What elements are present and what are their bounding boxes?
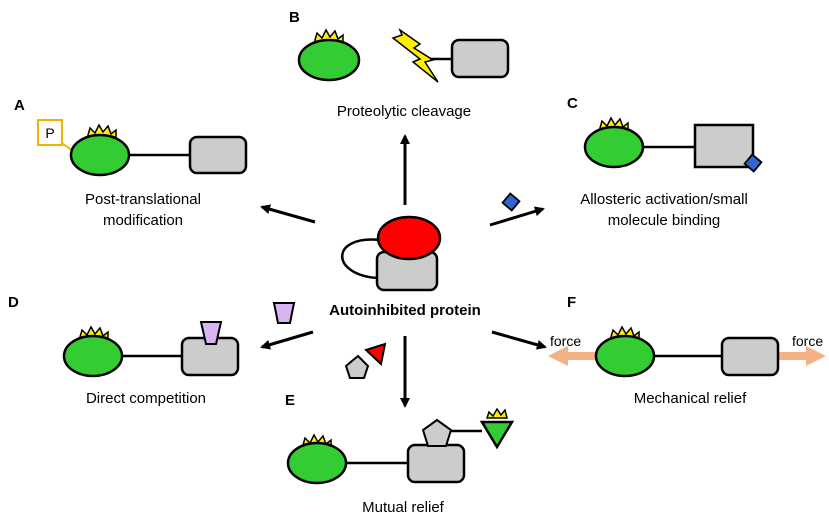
force-arrow-right: [776, 346, 826, 366]
panel-d-caption: Direct competition: [86, 390, 206, 407]
panel-d-bound-competitor: [199, 321, 223, 345]
panel-f: F force force Mechanical relief: [548, 294, 826, 407]
panel-c-active-domain: [583, 125, 645, 169]
force-label-right: force: [792, 333, 823, 349]
panel-c-caption-line2: molecule binding: [608, 212, 721, 229]
panel-c-caption-line1: Allosteric activation/small: [580, 191, 748, 208]
panel-f-caption: Mechanical relief: [634, 390, 747, 407]
phospho-label: P: [45, 125, 54, 141]
panel-f-partner-domain: [720, 336, 780, 377]
panel-e-active-domain: [286, 441, 348, 485]
panel-c-letter: C: [567, 95, 578, 112]
arrow-to-f: [491, 330, 547, 350]
phospho-box: [37, 119, 63, 146]
panel-d-active-domain: [62, 334, 124, 378]
panel-e-letter: E: [285, 392, 295, 409]
center-inhibited-domain: [376, 215, 442, 261]
panel-b-partner-domain: [450, 38, 510, 79]
panel-f-letter: F: [567, 294, 576, 311]
center-linker: [341, 238, 381, 280]
competitor-icon: [272, 302, 296, 324]
force-label-left: force: [550, 333, 581, 349]
panel-b: B Proteolytic cleavage: [289, 9, 510, 120]
pathway-arrows: [260, 134, 547, 408]
panel-a-caption-line2: modification: [103, 212, 183, 229]
panel-e-triangle-spark: [485, 407, 508, 419]
arrow-to-c: [489, 206, 545, 227]
panel-e-bound-pentagon: [421, 418, 453, 447]
panel-b-caption: Proteolytic cleavage: [337, 103, 471, 120]
panel-a-active-domain: [69, 133, 131, 177]
panel-c: C Allosteric activation/small molecule b…: [567, 95, 763, 229]
panel-a-caption-line1: Post-translational: [85, 191, 201, 208]
arrow-to-a: [260, 204, 316, 224]
panel-d: D Direct competition: [8, 294, 240, 407]
small-molecule-icon: [501, 192, 521, 212]
panel-e: E Mutual relief: [285, 392, 515, 516]
panel-e-active-triangle: [479, 420, 515, 450]
panel-c-partner-domain: [693, 123, 755, 169]
panel-a-partner-domain: [188, 135, 248, 175]
panel-e-caption: Mutual relief: [362, 499, 445, 516]
panel-e-partner-domain: [406, 443, 466, 484]
center-autoinhibited-protein: Autoinhibited protein: [329, 215, 481, 319]
arrow-to-d: [260, 330, 314, 350]
panel-b-letter: B: [289, 9, 300, 26]
panel-f-active-domain: [594, 334, 656, 378]
panel-c-bound-small-molecule: [743, 153, 763, 173]
panel-a-letter: A: [14, 97, 25, 114]
mutual-relief-partner-icon: [344, 342, 387, 379]
force-arrow-left: [548, 346, 600, 366]
panel-b-active-domain: [297, 38, 361, 82]
lightning-bolt-icon: [391, 27, 439, 83]
panel-d-letter: D: [8, 294, 19, 311]
panel-a: A P Post-translational modification: [14, 97, 248, 229]
center-caption: Autoinhibited protein: [329, 302, 481, 319]
